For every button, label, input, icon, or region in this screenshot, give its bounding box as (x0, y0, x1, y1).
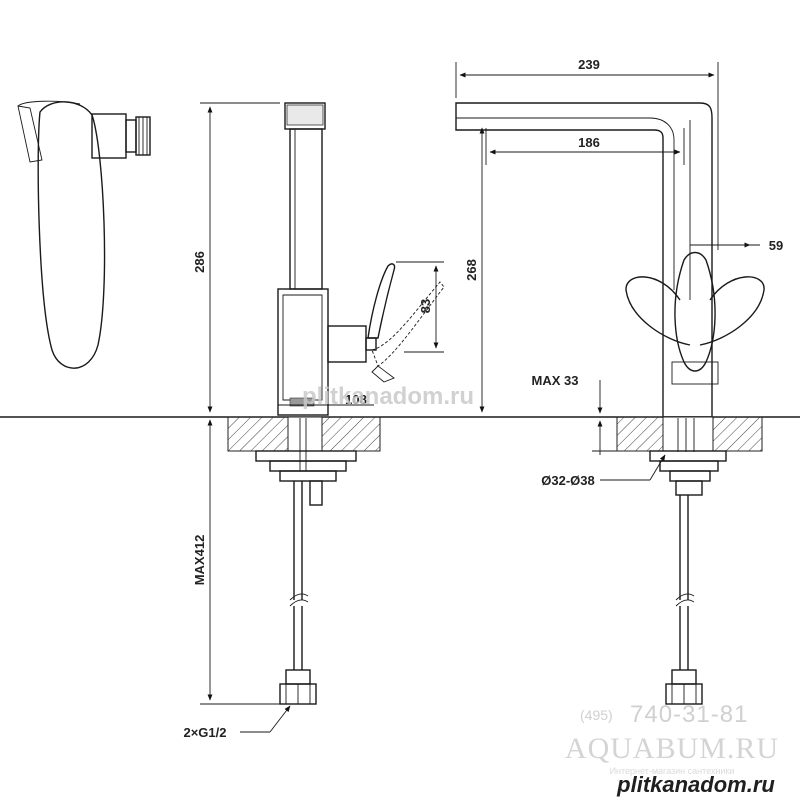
dim-hose-length: MAX412 (192, 535, 207, 586)
dim-base-depth: 108 (345, 392, 367, 407)
dimension-lines (200, 62, 760, 733)
watermark-site-corner: plitkanadom.ru (616, 772, 775, 797)
dim-top-width: 239 (578, 57, 600, 72)
dim-handle-offset: 59 (769, 238, 783, 253)
watermark-phone: 740-31-81 (630, 701, 748, 728)
watermark-small-text: Интернет-магазин сантехники (610, 766, 735, 776)
dim-handle-height: 83 (418, 299, 433, 313)
dim-connection: 2×G1/2 (183, 725, 226, 740)
top-view (17, 100, 151, 369)
dim-spout-reach: 186 (578, 135, 600, 150)
watermark-site-overlay: plitkanadom.ru (302, 383, 474, 410)
dim-max-thickness: MAX 33 (532, 373, 579, 388)
dim-overall-height: 286 (192, 251, 207, 273)
front-view (455, 102, 765, 705)
dim-hole-diameter: Ø32-Ø38 (541, 473, 594, 488)
side-view (227, 102, 445, 705)
watermark-phone-prefix: (495) (580, 707, 613, 723)
dim-side-height: 268 (464, 259, 479, 281)
watermark-brand: AQUABUM.RU (565, 732, 779, 765)
